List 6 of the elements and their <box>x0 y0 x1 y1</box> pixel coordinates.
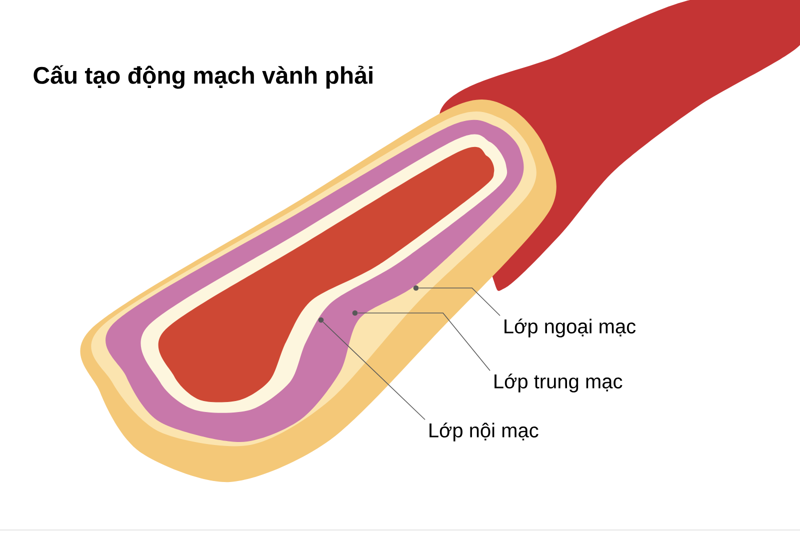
layer-label: Lớp trung mạc <box>494 374 622 392</box>
leader-line <box>418 288 500 316</box>
layer-label: Lớp ngoại mạc <box>504 318 636 338</box>
layer-label: Lớp nội mạc <box>430 422 538 442</box>
leader-line <box>322 322 426 420</box>
title: Cấu tạo động mạch vành phải <box>34 65 372 89</box>
